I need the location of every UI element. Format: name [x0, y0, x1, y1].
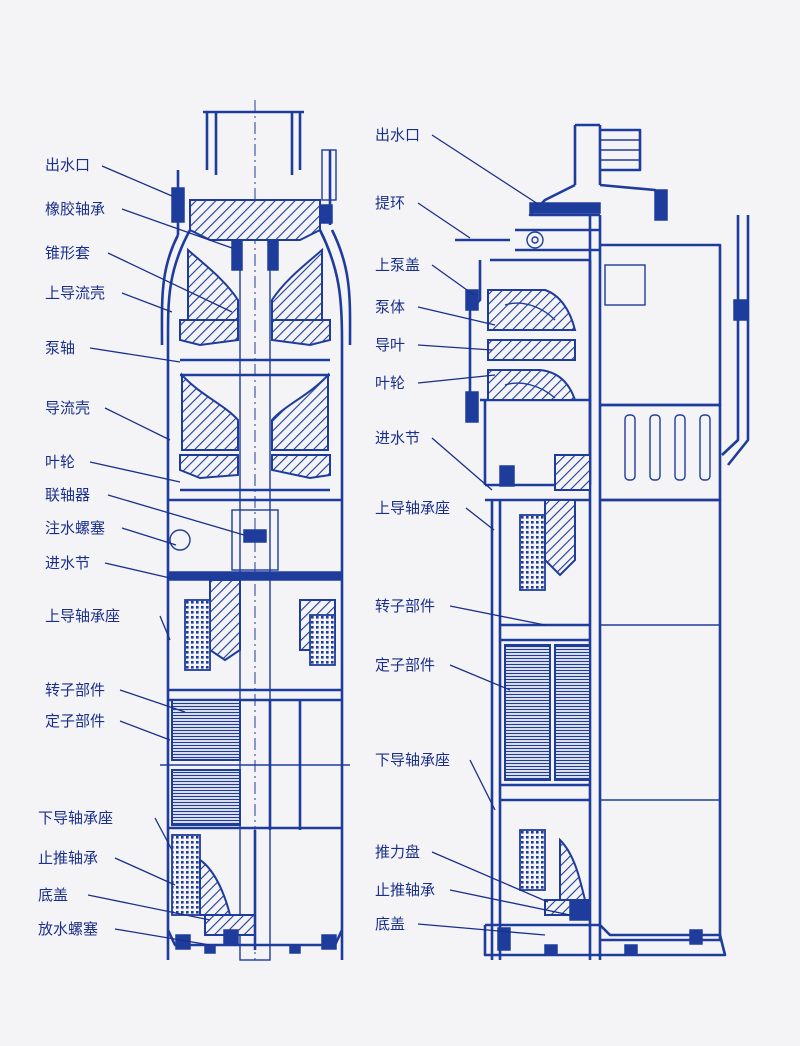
- right-label-impeller: 叶轮: [375, 374, 405, 392]
- left-label-upper-bearing-seat: 上导轴承座: [45, 607, 120, 625]
- right-labels: 出水口 提环 上泵盖 泵体 导叶 叶轮 进水节 上导轴承座 转子部件 定子部件 …: [375, 126, 450, 933]
- left-label-outlet: 出水口: [45, 156, 90, 174]
- right-label-thrust-disc: 推力盘: [375, 843, 420, 861]
- left-label-lower-bearing-seat: 下导轴承座: [38, 809, 113, 827]
- right-label-pump-body: 泵体: [375, 298, 405, 316]
- right-pump-drawing: [455, 123, 750, 960]
- left-label-coupling: 联轴器: [45, 486, 90, 504]
- left-label-stator: 定子部件: [45, 712, 105, 730]
- left-label-rotor: 转子部件: [45, 681, 105, 699]
- right-label-guide-vane: 导叶: [375, 336, 405, 354]
- left-label-pump-shaft: 泵轴: [45, 339, 75, 357]
- right-label-thrust-bearing: 止推轴承: [375, 881, 435, 899]
- left-label-rubber-bearing: 橡胶轴承: [45, 200, 105, 218]
- left-label-inlet-section: 进水节: [45, 554, 90, 572]
- right-leader-lines: [417, 134, 571, 936]
- left-label-impeller: 叶轮: [45, 453, 75, 471]
- right-label-upper-bearing-seat: 上导轴承座: [375, 499, 450, 517]
- right-label-rotor: 转子部件: [375, 597, 435, 615]
- right-label-bottom-cover: 底盖: [375, 915, 405, 933]
- right-label-inlet-section: 进水节: [375, 429, 420, 447]
- right-label-lower-bearing-seat: 下导轴承座: [375, 751, 450, 769]
- left-labels: 出水口 橡胶轴承 锥形套 上导流壳 泵轴 导流壳 叶轮 联轴器 注水螺塞 进水节…: [38, 156, 120, 938]
- left-label-drain-plug: 放水螺塞: [38, 920, 98, 938]
- right-label-lifting-ring: 提环: [375, 194, 405, 212]
- left-label-bottom-cover: 底盖: [38, 886, 68, 904]
- left-label-diffuser: 导流壳: [45, 399, 90, 417]
- right-label-stator: 定子部件: [375, 656, 435, 674]
- left-pump-drawing: [160, 100, 352, 961]
- left-label-thrust-bearing: 止推轴承: [38, 849, 98, 867]
- right-label-upper-pump-cover: 上泵盖: [375, 256, 420, 274]
- left-leader-lines: [87, 165, 245, 946]
- left-label-fill-plug: 注水螺塞: [45, 519, 105, 537]
- left-label-upper-diffuser: 上导流壳: [45, 284, 105, 302]
- left-label-cone-sleeve: 锥形套: [45, 244, 90, 262]
- right-label-outlet: 出水口: [375, 126, 420, 144]
